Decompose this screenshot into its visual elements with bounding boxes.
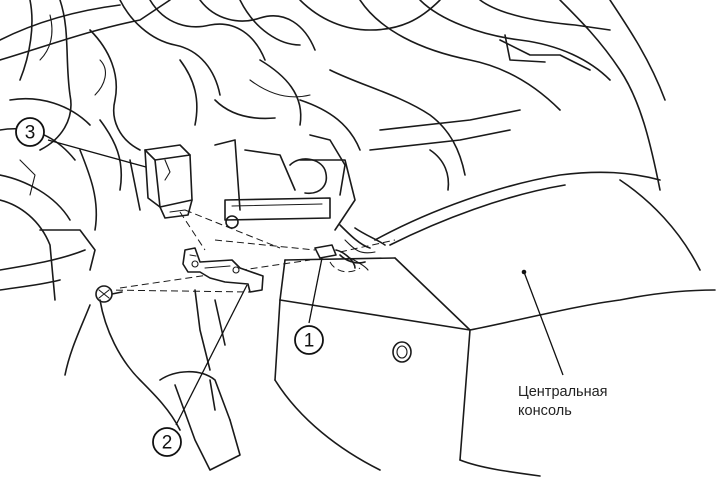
part-3-control-module xyxy=(144,144,193,219)
assembly-guide-lines xyxy=(104,209,396,293)
part-2-bracket xyxy=(182,247,264,293)
center-console-label-line2: консоль xyxy=(518,403,572,419)
callout-3: 3 xyxy=(15,117,45,147)
callout-3-label: 3 xyxy=(25,123,36,144)
callout-1-label: 1 xyxy=(304,331,315,352)
bolt xyxy=(95,285,123,303)
leader-lines xyxy=(47,139,564,426)
wiring-harness xyxy=(0,0,441,301)
center-console-label-line1: Центральная xyxy=(518,384,608,400)
mounting-structure xyxy=(214,139,386,264)
center-console-label: Центральная консоль xyxy=(518,384,608,419)
lower-left-structure xyxy=(0,229,241,471)
center-console-panel xyxy=(274,171,716,477)
part-1-connector xyxy=(314,244,369,271)
callout-1: 1 xyxy=(294,325,324,355)
dashboard-structure xyxy=(299,0,666,196)
callout-2: 2 xyxy=(152,427,182,457)
callout-2-label: 2 xyxy=(162,433,173,454)
